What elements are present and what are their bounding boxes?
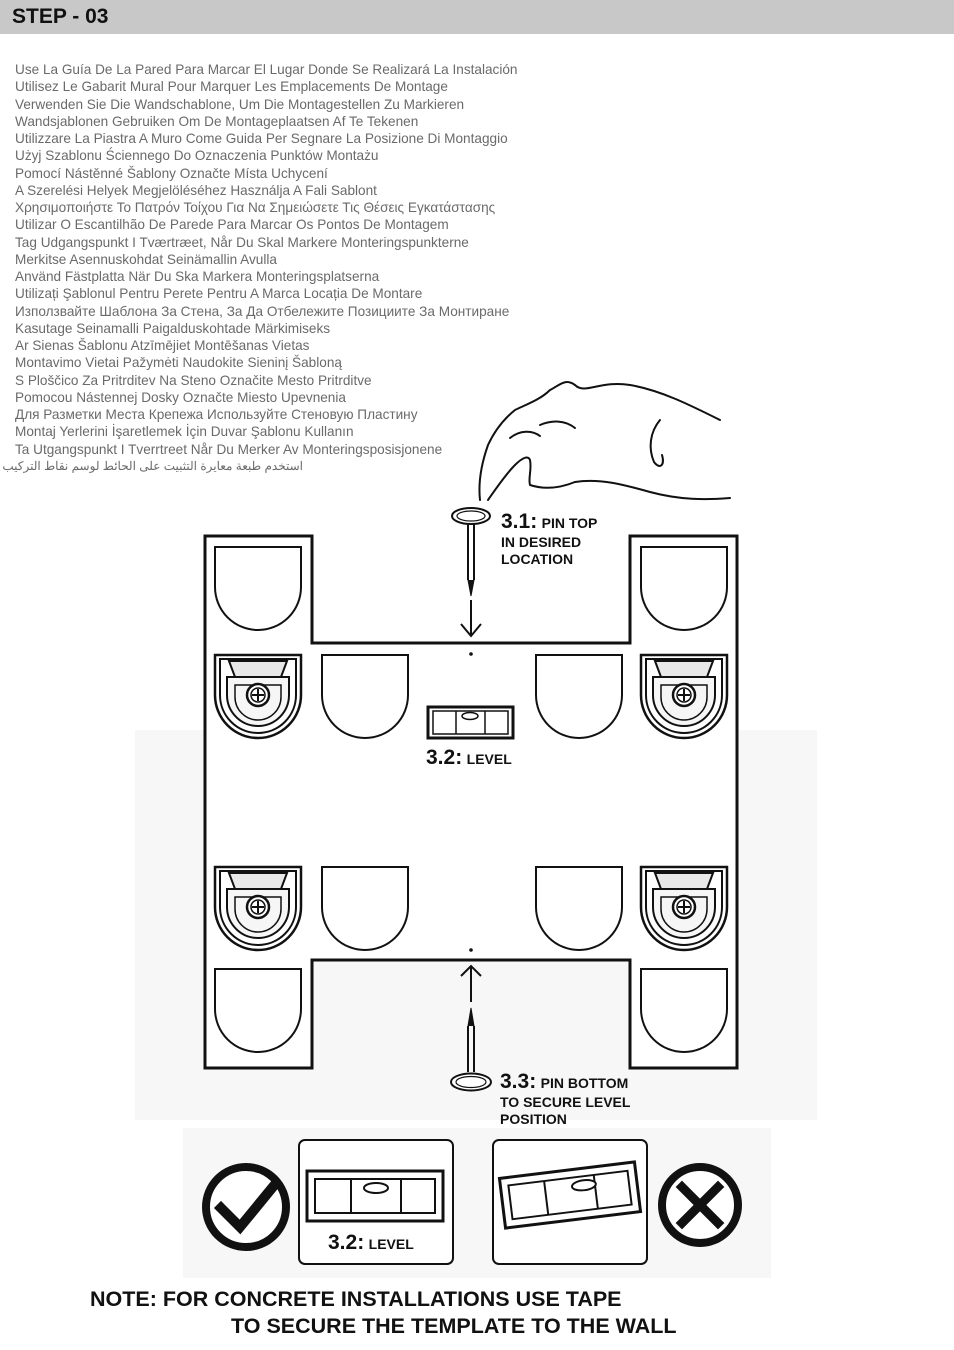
pin-bottom-callout: 3.3: PIN BOTTOM TO SECURE LEVEL POSITION (500, 1070, 630, 1128)
instruction-line: Pomocí Nástěnné Šablony Označte Místa Uc… (15, 165, 328, 181)
instruction-line: Wandsjablonen Gebruiken Om De Montagepla… (15, 113, 419, 129)
instruction-line: S Ploščico Za Pritrditev Na Steno Označi… (15, 372, 372, 388)
bottom-mark-dot (469, 948, 473, 952)
pin-top-callout: 3.1: PIN TOP IN DESIRED LOCATION (501, 510, 597, 568)
instruction-line: Utilizzare La Piastra A Muro Come Guida … (15, 131, 508, 146)
check-circle-icon (202, 1163, 290, 1251)
step-header: STEP - 03 (0, 0, 954, 34)
instruction-line: Montaj Yerlerini İşaretlemek İçin Duvar … (15, 424, 354, 440)
instruction-line: Ar Sienas Šablonu Atzīmējiet Montēšanas … (15, 338, 310, 353)
instruction-line: Tag Udgangspunkt I Tværtræet, Når Du Ska… (15, 234, 469, 250)
instruction-line: Χρησιμοποιήστε Το Πατρόν Τοίχου Για Να Σ… (15, 200, 496, 215)
note-line-2: TO SECURE THE TEMPLATE TO THE WALL (231, 1314, 677, 1338)
callout-line: LOCATION (501, 551, 574, 567)
instruction-line: Använd Fästplatta När Du Ska Markera Mon… (15, 269, 380, 284)
top-pin (451, 507, 491, 597)
hand-illustration (478, 381, 731, 501)
callout-label: LEVEL (368, 1236, 414, 1252)
level-tilted-icon (497, 1160, 643, 1230)
bottom-pin (450, 1007, 492, 1092)
instruction-line: A Szerelési Helyek Megjelöléséhez Haszná… (15, 182, 377, 198)
callout-label: LEVEL (466, 751, 512, 767)
note-line-1: NOTE: FOR CONCRETE INSTALLATIONS USE TAP… (90, 1287, 622, 1311)
callout-line: IN DESIRED (501, 534, 582, 550)
instruction-list: Use La Guía De La Pared Para Marcar El L… (2, 61, 575, 475)
instruction-line: Ta Utgangspunkt I Tverrtreet Når Du Merk… (15, 441, 443, 457)
level-example-callout: 3.2: LEVEL (328, 1231, 414, 1255)
callout-number: 3.2: (328, 1231, 365, 1254)
level-straight-icon (305, 1169, 445, 1223)
callout-number: 3.3: (500, 1070, 537, 1093)
arrow-up-icon (460, 964, 482, 1002)
instruction-line: Kasutage Seinamalli Paigalduskohtade Mär… (15, 320, 331, 336)
instruction-line: Użyj Szablonu Ściennego Do Oznaczenia Pu… (15, 148, 379, 164)
x-circle-icon (658, 1163, 742, 1247)
instruction-line-arabic: استخدم طبعة معايرة التثبيت على الحائط لو… (2, 458, 303, 473)
instruction-line: Utilizar O Escantilhão De Parede Para Ma… (15, 217, 449, 233)
callout-line: TO SECURE LEVEL (500, 1094, 631, 1110)
instruction-line: Verwenden Sie Die Wandschablone, Um Die … (15, 96, 465, 112)
instruction-line: Montavimo Vietai Pažymėti Naudokite Sien… (15, 355, 342, 371)
wall-template (203, 534, 739, 1070)
callout-label: PIN BOTTOM (540, 1075, 629, 1091)
instruction-line: Для Разметки Места Крепежа Используйте С… (15, 407, 418, 422)
instruction-line: Pomocou Nástennej Dosky Označte Miesto U… (15, 389, 346, 405)
callout-number: 3.1: (501, 510, 538, 533)
callout-line: POSITION (500, 1111, 567, 1127)
instruction-line: Use La Guía De La Pared Para Marcar El L… (15, 62, 518, 77)
spirit-level-icon (426, 705, 515, 740)
step-title: STEP - 03 (12, 5, 109, 28)
callout-label: PIN TOP (541, 515, 598, 531)
top-mark-dot (469, 652, 473, 656)
instruction-line: Utilizați Şablonul Pentru Perete Pentru … (15, 286, 423, 302)
callout-number: 3.2: (426, 746, 463, 769)
instruction-line: Merkitse Asennuskohdat Seinämallin Avull… (15, 251, 277, 267)
instruction-line: Utilisez Le Gabarit Mural Pour Marquer L… (15, 79, 448, 95)
instruction-line: Използвайте Шаблона За Стена, За Да Отбе… (15, 303, 510, 319)
level-callout: 3.2: LEVEL (426, 746, 512, 770)
arrow-down-icon (460, 600, 482, 638)
